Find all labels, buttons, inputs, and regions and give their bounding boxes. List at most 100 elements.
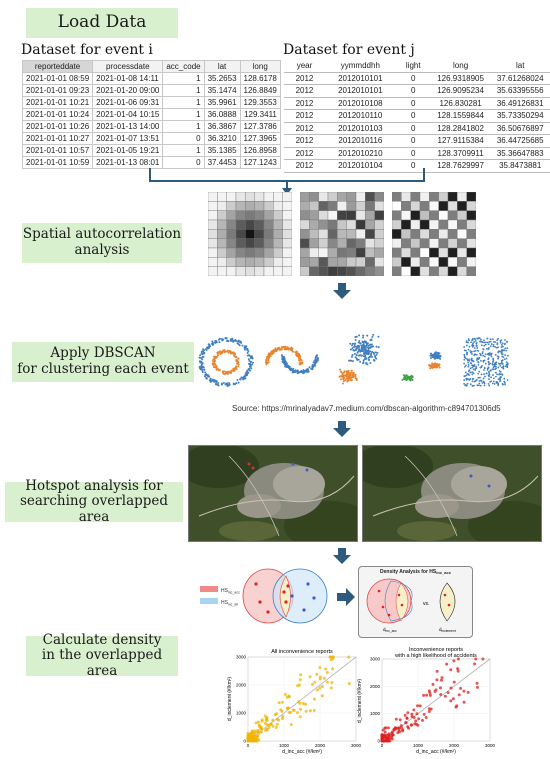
satellite-image-left bbox=[189, 446, 357, 541]
grid-cell bbox=[208, 257, 218, 267]
cluster-point bbox=[277, 347, 280, 350]
cluster-point bbox=[491, 338, 494, 340]
cluster-point bbox=[470, 362, 473, 365]
cluster-point bbox=[465, 364, 467, 367]
grid-cell bbox=[374, 192, 384, 202]
grid-cell bbox=[401, 229, 411, 239]
grid-cell bbox=[208, 247, 218, 258]
x-tick-label: 0 bbox=[381, 743, 384, 748]
cluster-point bbox=[484, 362, 487, 365]
cluster-point bbox=[478, 376, 481, 379]
cluster-point bbox=[236, 378, 239, 381]
grid-cell bbox=[309, 247, 319, 258]
density-analysis-shapes: vs. dinc_acc dinclement bbox=[366, 578, 456, 633]
grid-cell bbox=[466, 192, 476, 202]
cluster-point bbox=[250, 367, 253, 370]
cluster-point bbox=[373, 359, 376, 362]
grid-cell bbox=[410, 192, 421, 202]
scatter-point bbox=[391, 733, 395, 737]
grid-cell bbox=[457, 247, 467, 258]
cluster-point bbox=[488, 375, 490, 378]
cluster-point bbox=[244, 345, 247, 348]
cluster-point bbox=[354, 356, 357, 359]
cluster-point bbox=[431, 364, 434, 367]
dataset-j-col: lat bbox=[490, 60, 550, 73]
dbscan-examples bbox=[198, 333, 509, 388]
cluster-point bbox=[209, 345, 212, 348]
cluster-point bbox=[496, 373, 498, 376]
grid-cell bbox=[438, 247, 449, 258]
cluster-point bbox=[231, 369, 234, 372]
grid-cell bbox=[263, 201, 274, 211]
cluster-point bbox=[437, 364, 440, 367]
cluster-point bbox=[347, 372, 350, 375]
cluster-point bbox=[300, 359, 303, 362]
cluster-point bbox=[429, 367, 432, 370]
grid-cell bbox=[300, 201, 310, 211]
cluster-point bbox=[483, 341, 486, 344]
scatter-point bbox=[403, 713, 407, 717]
scatter-point bbox=[251, 737, 255, 741]
cluster-point bbox=[362, 349, 365, 352]
grid-cell bbox=[346, 247, 357, 258]
dataset-j-cell: 2012010104 bbox=[324, 159, 396, 173]
grid-cell bbox=[401, 210, 411, 221]
cluster-point bbox=[471, 371, 474, 374]
cluster-point bbox=[491, 362, 494, 365]
cluster-point bbox=[203, 368, 206, 371]
cluster-point bbox=[212, 378, 215, 381]
cluster-point bbox=[357, 350, 360, 353]
cluster-point bbox=[479, 354, 482, 356]
cluster-point bbox=[367, 358, 370, 361]
cluster-point bbox=[480, 379, 482, 382]
cluster-point bbox=[367, 356, 370, 359]
cluster-point bbox=[463, 353, 466, 356]
cluster-point bbox=[266, 361, 269, 364]
cluster-point bbox=[358, 354, 361, 357]
scatter-point bbox=[260, 727, 264, 731]
cluster-point bbox=[314, 361, 317, 364]
cluster-point bbox=[208, 343, 211, 346]
cluster-point bbox=[503, 349, 505, 352]
scatter-point bbox=[422, 693, 426, 697]
cluster-point bbox=[488, 347, 490, 349]
dataset-j-col: long bbox=[430, 60, 491, 73]
grid-cell bbox=[245, 257, 255, 267]
grid-cell bbox=[254, 229, 265, 239]
y-tick-label: 1000 bbox=[370, 711, 381, 716]
cluster-point bbox=[359, 350, 362, 353]
cluster-point bbox=[494, 361, 497, 364]
cluster-point bbox=[496, 342, 499, 345]
cluster-point bbox=[484, 341, 487, 344]
grid-cell bbox=[309, 219, 319, 230]
cluster-point bbox=[298, 359, 301, 362]
dataset-j-cell: 2012010108 bbox=[324, 97, 396, 110]
cluster-point bbox=[209, 377, 212, 380]
grid-cell bbox=[419, 238, 430, 249]
cluster-point bbox=[478, 370, 481, 373]
scatter-point bbox=[412, 708, 416, 712]
scatter-point bbox=[308, 709, 312, 713]
y-tick-label: 3000 bbox=[236, 655, 247, 660]
grid-cell bbox=[392, 192, 402, 202]
cluster-point bbox=[351, 342, 354, 345]
merge-bracket-line bbox=[149, 168, 425, 182]
cluster-point bbox=[347, 377, 350, 380]
cluster-point bbox=[492, 345, 495, 348]
cluster-point bbox=[213, 341, 216, 344]
cluster-point bbox=[217, 381, 220, 384]
cluster-point bbox=[482, 359, 485, 362]
cluster-point bbox=[231, 338, 234, 341]
scatter-point bbox=[381, 728, 385, 732]
grid-cell bbox=[254, 247, 265, 258]
scatter-high-likelihood: Inconvenience reports with a high likeli… bbox=[357, 647, 496, 755]
dataset-j-cell: 36.44725685 bbox=[490, 134, 550, 148]
scatter-point bbox=[431, 682, 435, 686]
grid-cell bbox=[327, 192, 338, 202]
cluster-point bbox=[487, 382, 490, 385]
scatter-left-ylabel: d_inclement (#/km²) bbox=[227, 677, 233, 722]
dataset-j-cell: 2012 bbox=[284, 122, 325, 135]
